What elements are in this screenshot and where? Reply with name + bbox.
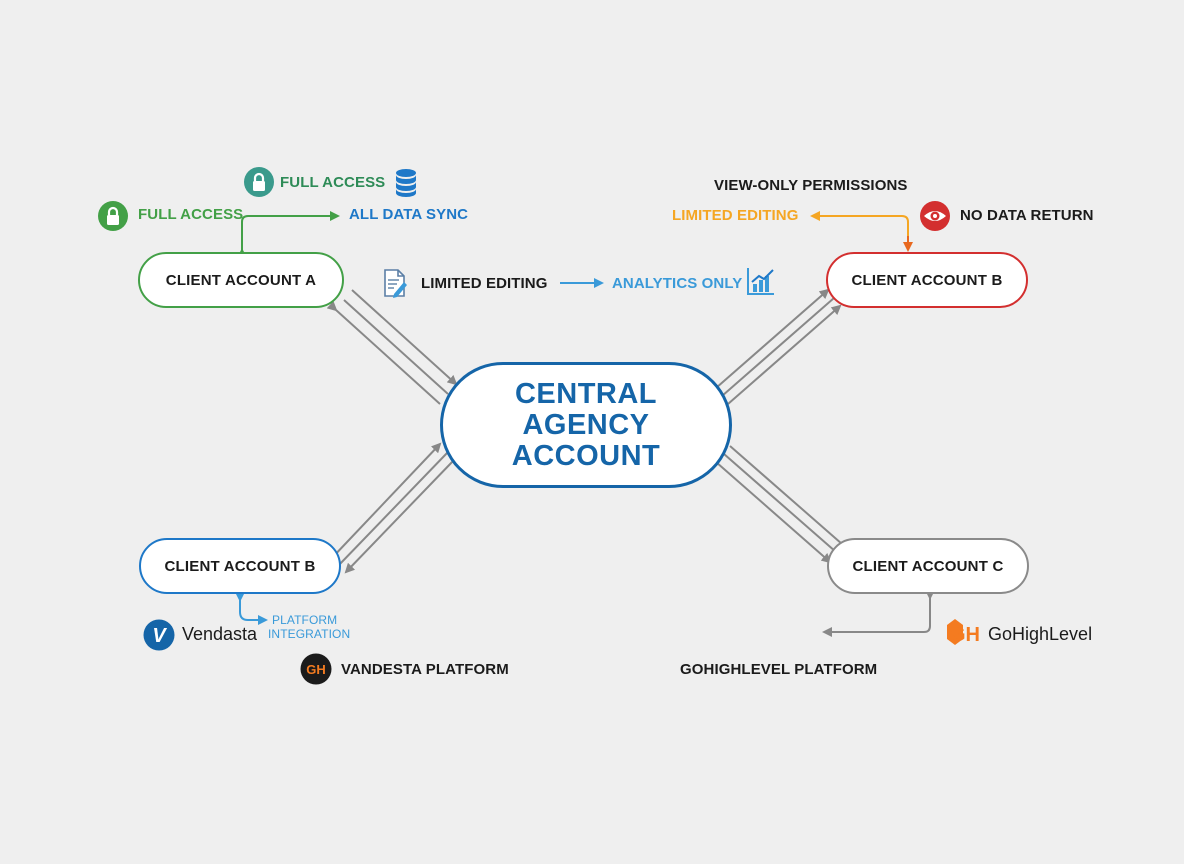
client-account-a[interactable]: CLIENT ACCOUNT A: [138, 252, 344, 308]
eye-icon: [920, 201, 950, 231]
client-account-b-bottom[interactable]: CLIENT ACCOUNT B: [139, 538, 341, 594]
central-line-3: ACCOUNT: [511, 439, 661, 472]
database-icon: [396, 169, 416, 197]
vendasta-brand: Vendasta: [182, 624, 258, 644]
lock-icon: [98, 201, 128, 231]
client-account-c[interactable]: CLIENT ACCOUNT C: [827, 538, 1029, 594]
gohighlevel-platform-label: GOHIGHLEVEL PLATFORM: [680, 661, 878, 678]
lock-icon: [244, 167, 274, 197]
gh-mark-orange: GH: [950, 624, 980, 646]
view-only-permissions-label: VIEW-ONLY PERMISSIONS: [714, 177, 908, 194]
gohighlevel-brand: GoHighLevel: [988, 624, 1093, 644]
limited-editing-label: LIMITED EDITING: [421, 275, 548, 292]
full-access-arrow: [237, 211, 340, 258]
central-line-1: CENTRAL: [514, 377, 658, 410]
connector-client-b-bottom: [329, 442, 455, 574]
view-only-arrow: [810, 211, 909, 250]
gohighlevel-logo-icon: GH: [300, 653, 332, 685]
no-data-return-label: NO DATA RETURN: [960, 207, 1094, 224]
all-data-sync-label: ALL DATA SYNC: [349, 206, 469, 223]
platform-integration-arrow: [235, 592, 268, 625]
connector-client-a: [326, 289, 458, 405]
central-line-2: AGENCY: [522, 408, 650, 441]
gohighlevel-arrow: [822, 590, 935, 637]
full-access-label: FULL ACCESS: [138, 206, 244, 223]
central-agency-account[interactable]: CENTRAL AGENCY ACCOUNT: [440, 362, 732, 488]
bar-chart-icon: [747, 268, 774, 295]
limited-editing-right-label: LIMITED EDITING: [672, 207, 799, 224]
gohighlevel-logo-icon: GH: [947, 619, 980, 646]
gh-mark-dark: GH: [306, 662, 326, 677]
platform-integration-line1: PLATFORM: [272, 613, 338, 627]
connector-client-b-top: [715, 288, 842, 405]
analytics-only-label: ANALYTICS ONLY: [612, 275, 743, 292]
vendasta-logo-icon: V: [143, 619, 175, 651]
vandesta-platform-label: VANDESTA PLATFORM: [341, 661, 509, 678]
client-account-b-top[interactable]: CLIENT ACCOUNT B: [826, 252, 1028, 308]
connector-client-c: [715, 445, 843, 564]
document-edit-icon: [384, 269, 407, 298]
vendasta-mark: V: [152, 625, 167, 647]
platform-integration-line2: INTEGRATION: [268, 627, 351, 641]
full-access-label-top: FULL ACCESS: [280, 174, 386, 191]
